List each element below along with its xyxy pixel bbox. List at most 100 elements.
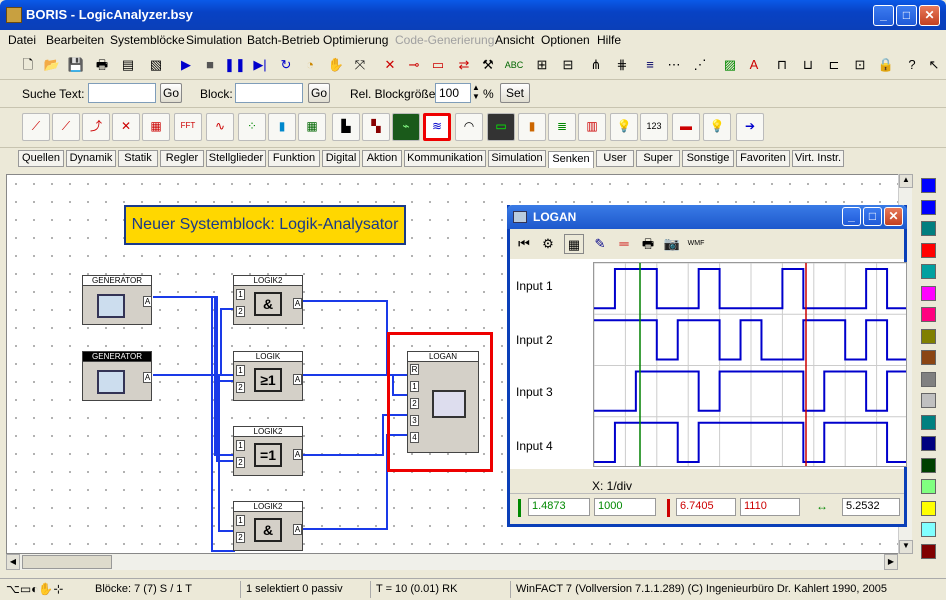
input-port-2[interactable]: 2: [236, 457, 245, 468]
color-swatch[interactable]: [921, 178, 936, 193]
menu-hilfe[interactable]: Hilfe: [597, 33, 622, 47]
tab-user[interactable]: User: [596, 150, 634, 167]
color-swatch[interactable]: [921, 350, 936, 365]
arrange-icon[interactable]: ⊓: [776, 57, 788, 72]
block-go-button[interactable]: Go: [308, 83, 330, 103]
play-icon[interactable]: ▶: [181, 57, 191, 72]
set-button[interactable]: Set: [500, 83, 530, 103]
input-port-1[interactable]: 1: [236, 289, 245, 300]
tree2-icon[interactable]: ⋕: [616, 57, 628, 72]
rewind-icon[interactable]: ⏮: [518, 236, 530, 251]
menu-optionen[interactable]: Optionen: [541, 33, 590, 47]
color-swatch[interactable]: [921, 543, 936, 559]
color-swatch[interactable]: [921, 479, 936, 494]
spellcheck-icon[interactable]: ABC: [504, 60, 524, 70]
tab-stellglieder[interactable]: Stellglieder: [206, 150, 266, 167]
logic-and-block-1[interactable]: LOGIK2 1 2 & A: [233, 275, 303, 325]
scroll-thumb[interactable]: [22, 555, 112, 569]
scroll-down-icon[interactable]: ▼: [899, 540, 913, 554]
display-icon[interactable]: ▭: [487, 113, 515, 141]
library-icon[interactable]: ⊞: [536, 57, 548, 72]
print-icon[interactable]: 🖶: [95, 57, 109, 72]
pointer-help-icon[interactable]: ↖: [928, 57, 940, 72]
color-swatch[interactable]: [921, 307, 936, 322]
file2-icon[interactable]: ▚: [362, 113, 390, 141]
input-port-2[interactable]: 2: [236, 306, 245, 317]
cursor2-icon[interactable]: ═: [619, 236, 629, 251]
color-swatch[interactable]: [921, 414, 936, 430]
table-icon[interactable]: ▦: [298, 113, 326, 141]
logan-close-button[interactable]: ✕: [884, 207, 903, 226]
input-port-3[interactable]: 3: [410, 415, 419, 426]
block-size-input[interactable]: [435, 83, 471, 103]
logic-waveforms[interactable]: [593, 262, 907, 467]
pause-icon[interactable]: ❚❚: [224, 57, 246, 72]
connect-icon[interactable]: ⇄: [458, 57, 470, 72]
spectrum-icon[interactable]: ∿: [206, 113, 234, 141]
scroll-left-icon[interactable]: ◀: [6, 554, 20, 570]
color-swatch[interactable]: [921, 393, 936, 408]
size-spinner[interactable]: ▲▼: [472, 83, 480, 101]
font-icon[interactable]: A: [749, 57, 759, 72]
picture-icon[interactable]: ▨: [723, 57, 737, 72]
loop-icon[interactable]: ↻: [280, 57, 292, 72]
calc-icon[interactable]: ⊡: [854, 57, 866, 72]
logic-xor-block[interactable]: LOGIK2 1 2 =1 A: [233, 426, 303, 476]
generator-block-1[interactable]: GENERATOR A: [82, 275, 152, 325]
output-port[interactable]: A: [143, 296, 152, 307]
maximize-button[interactable]: □: [896, 5, 917, 26]
cursor-icon[interactable]: ✎: [594, 236, 606, 251]
tab-favoriten[interactable]: Favoriten: [736, 150, 790, 167]
tab-virt-instr[interactable]: Virt. Instr.: [792, 150, 844, 167]
menu-systembloecke[interactable]: Systemblöcke: [110, 33, 185, 47]
tab-sonstige[interactable]: Sonstige: [682, 150, 734, 167]
menu-ansicht[interactable]: Ansicht: [495, 33, 535, 47]
arrange2-icon[interactable]: ⊔: [802, 57, 814, 72]
counter-icon[interactable]: 123: [640, 113, 668, 141]
tree-icon[interactable]: ⋔: [590, 57, 602, 72]
scatter-icon[interactable]: ⁘: [238, 113, 266, 141]
output-port[interactable]: A: [293, 524, 302, 535]
color-swatch[interactable]: [921, 242, 936, 258]
input-port-2[interactable]: 2: [236, 532, 245, 543]
tab-super[interactable]: Super: [636, 150, 680, 167]
delete-icon[interactable]: ✕: [384, 57, 396, 72]
color-swatch[interactable]: [921, 285, 936, 301]
bar-icon[interactable]: ▮: [268, 113, 296, 141]
menu-simulation[interactable]: Simulation: [186, 33, 243, 47]
color-swatch[interactable]: [921, 522, 936, 537]
input-port-2[interactable]: 2: [410, 398, 419, 409]
scope-icon[interactable]: ⌁: [392, 113, 420, 141]
stop-icon[interactable]: ■: [206, 57, 214, 72]
menu-datei[interactable]: Datei: [8, 33, 37, 47]
grid-icon[interactable]: ▦: [564, 234, 584, 254]
color-swatch[interactable]: [921, 264, 936, 279]
color-swatch[interactable]: [921, 457, 936, 473]
document-icon[interactable]: ▤: [121, 57, 135, 72]
tab-statik[interactable]: Statik: [118, 150, 158, 167]
tool-icon[interactable]: ⚒: [482, 57, 494, 72]
tab-kommunikation[interactable]: Kommunikation: [404, 150, 486, 167]
search-input[interactable]: [88, 83, 156, 103]
drag-icon[interactable]: ⤧: [354, 57, 366, 72]
fft-icon[interactable]: FFT: [174, 113, 202, 141]
logan-titlebar[interactable]: LOGAN _ □ ✕: [507, 205, 907, 229]
input-port-4[interactable]: 4: [410, 432, 419, 443]
reset-port[interactable]: R: [410, 364, 419, 375]
file-icon[interactable]: ▙: [332, 113, 360, 141]
note-box[interactable]: Neuer Systemblock: Logik-Analysator: [124, 205, 406, 245]
horizontal-scrollbar[interactable]: ◀ ▶: [6, 554, 898, 570]
tab-funktion[interactable]: Funktion: [268, 150, 320, 167]
lamp-icon[interactable]: 💡: [610, 113, 638, 141]
save-icon[interactable]: 💾: [67, 57, 85, 72]
meter-icon[interactable]: ◠: [455, 113, 483, 141]
settings-icon[interactable]: ⚙: [542, 236, 554, 251]
minimize-button[interactable]: _: [873, 5, 894, 26]
output-port[interactable]: A: [293, 298, 302, 309]
open-icon[interactable]: 📂: [43, 57, 61, 72]
slider-icon[interactable]: ▬: [672, 113, 700, 141]
plot2-block-icon[interactable]: ⟋: [52, 113, 80, 141]
tab-senken[interactable]: Senken: [548, 151, 594, 168]
align-icon[interactable]: ≡: [646, 57, 654, 72]
image-icon[interactable]: ▧: [149, 57, 163, 72]
